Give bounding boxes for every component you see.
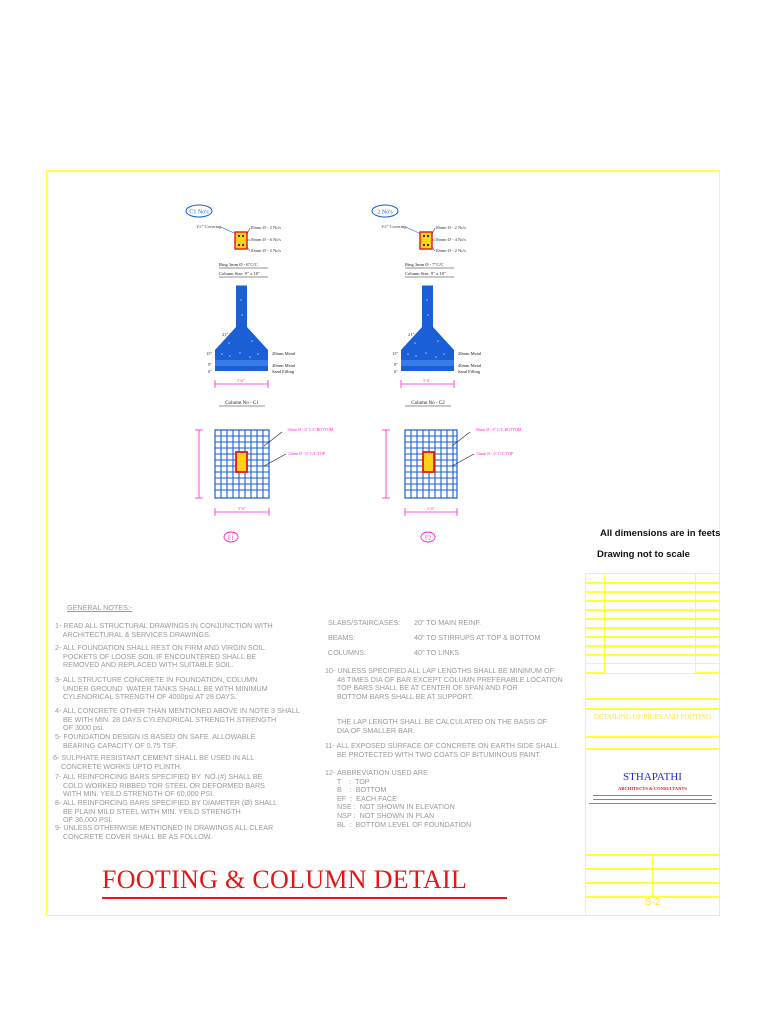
svg-text:5'-6": 5'-6" bbox=[237, 378, 245, 383]
cover-value-columns: 40" TO LINKS bbox=[414, 648, 460, 657]
note-item-1: 1- READ ALL STRUCTURAL DRAWINGS IN CONJU… bbox=[55, 621, 273, 639]
svg-text:5'-6": 5'-6" bbox=[423, 378, 431, 383]
note-item-9: 9- UNLESS OTHERWISE MENTIONED IN DRAWING… bbox=[55, 823, 274, 841]
sand-layer-c1 bbox=[215, 366, 268, 371]
column-section-c1 bbox=[234, 231, 248, 250]
drawing-title: FOOTING & COLUMN DETAIL bbox=[102, 865, 468, 894]
plan-label-f2-top: 12mm Ø - 6" C/C TOP bbox=[476, 451, 514, 456]
drawing-title-underline bbox=[102, 897, 507, 899]
column-count-tag-c1 bbox=[185, 204, 213, 218]
svg-text:21": 21" bbox=[408, 332, 415, 337]
footing-plan-f2: 10mm Ø - 6" C/C BOTTOM 12mm Ø - 6" C/C T… bbox=[382, 427, 522, 543]
svg-text:5'-6": 5'-6" bbox=[238, 506, 246, 511]
column-shaft-c2 bbox=[422, 287, 433, 327]
note-item-10-lap: THE LAP LENGTH SHALL BE CALCULATED ON TH… bbox=[336, 717, 548, 735]
footing-base-c2 bbox=[401, 350, 454, 360]
notes-heading: GENERAL NOTES:- bbox=[67, 603, 133, 612]
svg-text:6": 6" bbox=[208, 369, 212, 374]
cover-value-slabs: 20" TO MAIN REINF. bbox=[414, 618, 481, 627]
company-subtitle: ARCHITECTS & CONSULTANTS bbox=[618, 786, 687, 791]
svg-text:9": 9" bbox=[208, 362, 212, 367]
cover-value-beams: 40" TO STIRRUPS AT TOP & BOTTOM bbox=[414, 633, 541, 642]
footing-plan-f1: 10mm Ø - 6" C/C BOTTOM 12mm Ø - 6" C/C T… bbox=[195, 427, 334, 543]
footing-label-c1-2: 40mm Metal bbox=[272, 363, 296, 368]
ring-label-c1: Ring 3mm Ø - 6"C/C bbox=[219, 262, 258, 267]
svg-text:21": 21" bbox=[222, 332, 229, 337]
company-name: STHAPATHI bbox=[623, 771, 682, 783]
svg-text:5'-6": 5'-6" bbox=[427, 506, 435, 511]
note-item-11: 11- ALL EXPOSED SURFACE OF CONCRETE ON E… bbox=[325, 741, 559, 759]
column-shaft-c1 bbox=[236, 287, 247, 327]
sheet-number: S-2 bbox=[644, 897, 661, 908]
svg-text:6": 6" bbox=[394, 369, 398, 374]
note-item-3: 3- ALL STRUCTURE CONCRETE IN FOUNDATION,… bbox=[55, 675, 268, 702]
bar-label-c2-2: 16mm Ø - 4 No's bbox=[435, 237, 466, 242]
column-size-c2: Column Size: 9" x 18" bbox=[405, 271, 446, 276]
sheet-title: DETAILING OF PILES AND FOOTING bbox=[593, 713, 712, 721]
column-count-label-c1: C1 No's bbox=[189, 210, 209, 216]
plan-label-f2-bottom: 10mm Ø - 6" C/C BOTTOM bbox=[475, 427, 522, 432]
bar-label-c1-3: 10mm Ø - 2 No's bbox=[250, 248, 281, 253]
sand-layer-c2 bbox=[401, 366, 454, 371]
bar-label-c1-2: 16mm Ø - 6 No's bbox=[250, 237, 281, 242]
svg-text:15": 15" bbox=[392, 351, 399, 356]
note-item-5: 5- FOUNDATION DESIGN IS BASED ON SAFE AL… bbox=[55, 732, 256, 750]
svg-text:9": 9" bbox=[394, 362, 398, 367]
note-item-12: 12- ABBREVIATION USED ARE T : TOP B : BO… bbox=[325, 768, 472, 829]
footing-slope-c1 bbox=[215, 327, 268, 350]
note-item-7: 7- ALL REINFORCING BARS SPECIFIED BY NO.… bbox=[55, 772, 265, 799]
note-item-4: 4- ALL CONCRETE OTHER THAN MENTIONED ABO… bbox=[55, 706, 300, 733]
cover-label-columns: COLUMNS: bbox=[328, 648, 366, 657]
svg-text:15": 15" bbox=[206, 351, 213, 356]
footing-label-c2-1: 20mm Metal bbox=[458, 351, 482, 356]
company-address-line-2 bbox=[593, 799, 712, 800]
note-item-2: 2- ALL FOUNDATION SHALL REST ON FIRM AND… bbox=[55, 643, 267, 670]
column-section-c2 bbox=[419, 231, 433, 250]
column-detail-c1: C1 No's 1½" Covering 10mm Ø - 2 No's 16m… bbox=[185, 204, 334, 543]
bar-label-c2-3: 10mm Ø - 2 No's bbox=[435, 248, 466, 253]
ring-label-c2: Ring 3mm Ø - 7"C/C bbox=[405, 262, 444, 267]
cover-label-slabs: SLABS/STAIRCASES: bbox=[328, 618, 401, 627]
bar-label-c2-1: 10mm Ø - 2 No's bbox=[435, 225, 466, 230]
drawing-sheet-border bbox=[46, 170, 720, 916]
plan-label-f1-top: 12mm Ø - 6" C/C TOP bbox=[288, 451, 326, 456]
column-detail-c2: 2 No's 1½" Covering 10mm Ø - 2 No's 16mm… bbox=[371, 204, 522, 543]
dimensions-note: All dimensions are in feets bbox=[600, 528, 721, 539]
covering-label-c2: 1½" Covering bbox=[381, 224, 407, 229]
plan-tag-f1: F1 bbox=[228, 536, 234, 542]
metal-layer-c1 bbox=[215, 360, 268, 366]
footing-label-c1-3: Sand Filling bbox=[272, 369, 295, 374]
note-item-8: 8- ALL REINFORCING BARS SPECIFIED BY DIA… bbox=[55, 798, 278, 825]
note-item-10: 10- UNLESS SPECIFIED ALL LAP LENGTHS SHA… bbox=[325, 666, 563, 701]
footing-slope-c2 bbox=[401, 327, 454, 350]
column-label-c2: Column No - C2 bbox=[411, 401, 445, 406]
column-label-c1: Column No - C1 bbox=[225, 401, 259, 406]
footing-label-c2-2: 40mm Metal bbox=[458, 363, 482, 368]
column-count-tag-c2 bbox=[371, 204, 399, 218]
plan-tag-f2: F2 bbox=[425, 536, 431, 542]
footing-label-c2-3: Sand Filling bbox=[458, 369, 481, 374]
note-item-6: 6- SULPHATE RESISTANT CEMENT SHALL BE US… bbox=[53, 753, 255, 771]
column-count-label-c2: 2 No's bbox=[377, 210, 393, 216]
company-email-line bbox=[589, 803, 716, 804]
metal-layer-c2 bbox=[401, 360, 454, 366]
footing-base-c1 bbox=[215, 350, 268, 360]
scale-note: Drawing not to scale bbox=[597, 549, 690, 560]
footing-label-c1-1: 20mm Metal bbox=[272, 351, 296, 356]
covering-label-c1: 1½" Covering bbox=[196, 224, 222, 229]
title-block: DETAILING OF PILES AND FOOTING STHAPATHI… bbox=[585, 573, 720, 916]
bar-label-c1-1: 10mm Ø - 2 No's bbox=[250, 225, 281, 230]
column-size-c1: Column Size: 9" x 18" bbox=[219, 271, 260, 276]
company-address-line bbox=[593, 795, 712, 796]
cover-label-beams: BEAMS: bbox=[328, 633, 356, 642]
plan-label-f1-bottom: 10mm Ø - 6" C/C BOTTOM bbox=[287, 427, 334, 432]
